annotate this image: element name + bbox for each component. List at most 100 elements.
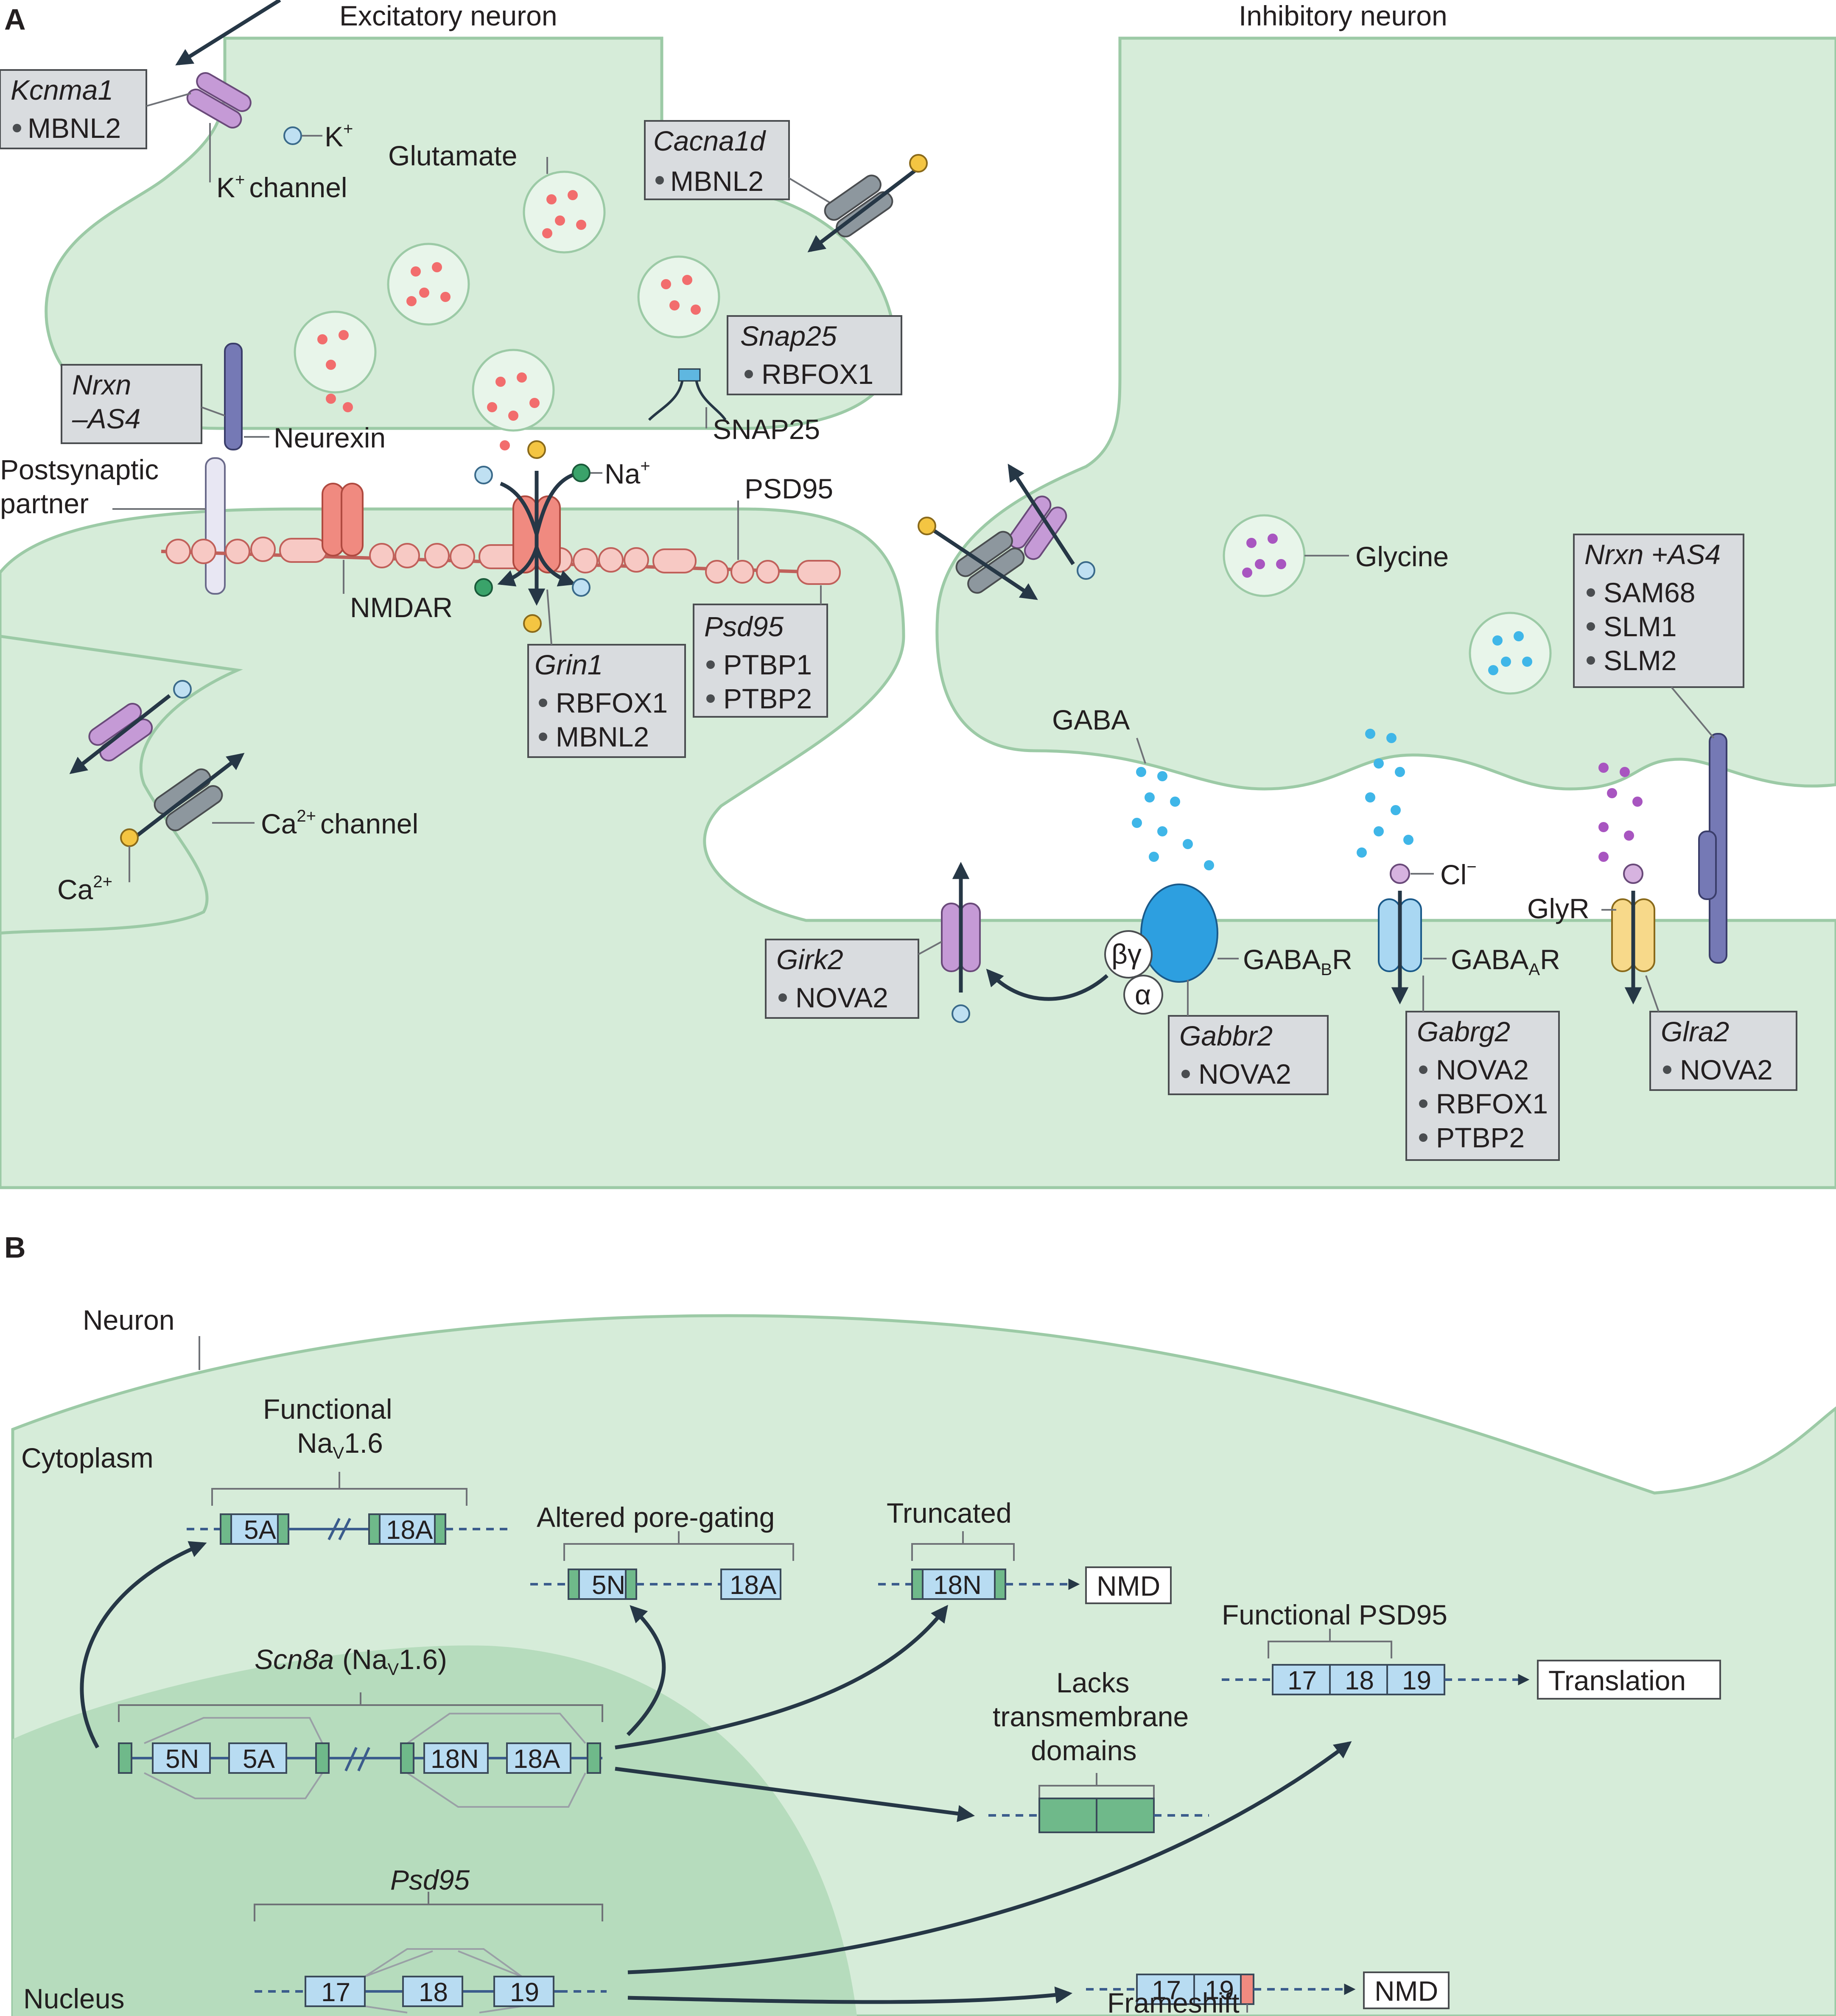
psd95-domain — [624, 547, 649, 573]
girk2-channel — [941, 903, 981, 972]
kcnma1-item: MBNL2 — [28, 112, 121, 144]
arrow-to-lacks — [615, 1767, 975, 1822]
glutamate-dot — [669, 300, 680, 310]
functional-nav-line1: Functional — [263, 1393, 392, 1425]
svg-text:18N: 18N — [431, 1745, 479, 1774]
glutamate-dot — [517, 372, 527, 383]
na-label: Na+ — [605, 457, 650, 489]
panel-a-label: A — [4, 3, 26, 36]
nrxn-plus-as4-box: Nrxn +AS4 SAM68 SLM1 SLM2 — [1573, 534, 1744, 739]
svg-text:5N: 5N — [592, 1571, 625, 1600]
left-ca-ion-label: Ca2+ — [57, 872, 112, 905]
glycine-receptor — [1611, 898, 1655, 972]
scn8a-label: Scn8a(NaV1.6) — [255, 1644, 447, 1679]
svg-text:NMD: NMD — [1097, 1570, 1160, 1602]
glyr-cl-ion — [1623, 864, 1643, 884]
gaba-dot — [1149, 852, 1159, 862]
exon-5n-altered: 5N — [568, 1569, 637, 1600]
cacna1d-item: MBNL2 — [670, 165, 764, 197]
k-out-path-right — [535, 546, 576, 587]
lacks-bracket — [1038, 1773, 1155, 1803]
girk2-k-ion — [952, 1004, 970, 1023]
left-k-arrow — [69, 694, 171, 774]
inhibitory-neurexin-domain — [1698, 830, 1717, 900]
psd95-premrna-label: Psd95 — [390, 1864, 470, 1896]
gaba-dot — [1492, 635, 1503, 646]
functional-nav-break — [327, 1518, 351, 1541]
gaba-dot — [1374, 758, 1384, 769]
psd95-premrna-exons: 17 18 19 — [305, 1976, 554, 2007]
arrow-to-functional-psd95 — [627, 1741, 1352, 1974]
scn8a-bracket — [118, 1692, 603, 1722]
nrxn-as4-line1: Nrxn — [72, 369, 131, 400]
glycine-vesicle — [1223, 514, 1306, 597]
psd95-domain — [730, 560, 754, 584]
k-ion-label: K+ — [325, 120, 353, 152]
gaba-vesicle — [1469, 612, 1552, 695]
kcnma1-box: Kcnma1 MBNL2 — [0, 69, 191, 149]
psd95-domain — [424, 543, 450, 568]
scn8a-exons: 5N 5A 18N 18A — [118, 1742, 601, 1774]
panel-b-label: B — [4, 1231, 26, 1264]
svg-text:18A: 18A — [730, 1571, 777, 1600]
glycine-dot — [1242, 568, 1252, 578]
gabrg2-item-1: NOVA2 — [1436, 1054, 1529, 1085]
gabrg2-box: Gabrg2 NOVA2 RBFOX1 PTBP2 — [1405, 976, 1560, 1161]
grin1-gene: Grin1 — [535, 649, 603, 680]
glycine-dot — [1598, 763, 1609, 773]
psd95-domain — [369, 543, 395, 568]
functional-nav-line2: NaV1.6 — [297, 1427, 383, 1462]
snap25-item: RBFOX1 — [761, 358, 873, 390]
grin1-item-1: RBFOX1 — [556, 687, 668, 719]
beta-gamma-label: βγ — [1111, 938, 1142, 970]
k-channel-label: K+channel — [216, 171, 347, 203]
gaba-dot — [1157, 771, 1167, 781]
partner-label: partner — [0, 488, 89, 519]
svg-text:18N: 18N — [933, 1571, 982, 1600]
glutamate-dot — [555, 215, 565, 226]
exon-5a-functional: 5A — [220, 1513, 289, 1545]
psd95-label: PSD95 — [744, 473, 833, 504]
neuron-label: Neuron — [83, 1304, 174, 1336]
psd95-domain — [250, 537, 276, 562]
nucleus — [13, 1645, 857, 2016]
glra2-item: NOVA2 — [1680, 1054, 1773, 1085]
psd95-domain — [573, 548, 598, 573]
psd95-domain — [395, 543, 420, 568]
glutamate-label: Glutamate — [388, 140, 517, 171]
frameshift-exons: 17 19 — [1136, 1974, 1254, 2005]
exon-18a-functional: 18A — [368, 1513, 446, 1545]
nrxn-plus-as4-item-3: SLM2 — [1604, 645, 1676, 676]
gaba-dot — [1403, 835, 1413, 845]
nmdar-label: NMDAR — [350, 592, 453, 623]
k-ion-inside — [572, 578, 591, 597]
psd95-domain — [165, 539, 191, 564]
psd95-domain — [279, 538, 327, 563]
frameshift-mark — [1240, 1974, 1254, 2005]
k-out-path — [497, 546, 539, 587]
glutamate-dot — [419, 288, 429, 298]
excitatory-title: Excitatory neuron — [339, 0, 557, 31]
glutamate-dot — [576, 220, 586, 230]
svg-text:5N: 5N — [165, 1745, 199, 1774]
snap25-anchor — [678, 368, 701, 382]
psd95-domain — [450, 544, 475, 569]
truncated-label: Truncated — [887, 1497, 1012, 1529]
functional-psd95-label: Functional PSD95 — [1222, 1599, 1447, 1630]
gaba-dot — [1157, 826, 1167, 836]
glutamate-vesicle — [387, 243, 470, 326]
gaba-dot — [1132, 818, 1142, 828]
glycine-dot — [1276, 559, 1286, 569]
left-k-ion — [173, 680, 192, 699]
alpha-label: α — [1135, 979, 1151, 1010]
nrxn-plus-as4-gene: Nrxn +AS4 — [1584, 539, 1721, 570]
inhibitory-k-arrow — [1008, 464, 1075, 565]
grin1-item-2: MBNL2 — [556, 721, 649, 752]
glutamate-dot — [326, 394, 336, 404]
svg-text:19: 19 — [1402, 1666, 1431, 1695]
snap25-label: SNAP25 — [713, 414, 820, 445]
arrow-to-truncated — [615, 1605, 948, 1750]
psd95-splice-paths — [364, 1948, 523, 2013]
svg-text:17: 17 — [1287, 1666, 1317, 1695]
inhibitory-ca-arrow — [932, 528, 1038, 600]
